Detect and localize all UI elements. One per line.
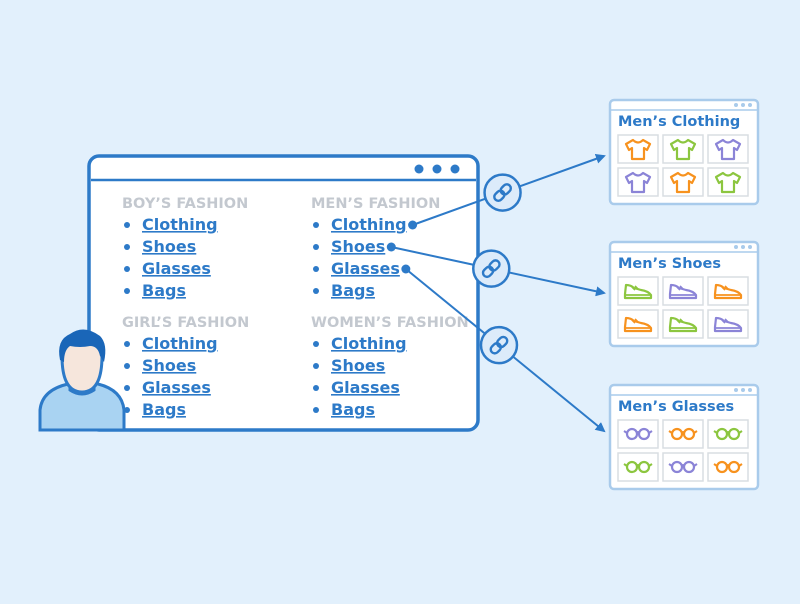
menu-link-glasses[interactable]: Glasses [142,259,211,278]
link-chain-icon [483,173,522,212]
menu-link-clothing[interactable]: Clothing [142,215,218,234]
section-heading: BOY’S FASHION [122,196,248,212]
window-dot-icon [734,103,738,107]
main-browser-window: BOY’S FASHIONClothingShoesGlassesBagsGIR… [87,154,480,432]
menu-link-shoes[interactable]: Shoes [331,356,385,375]
product-tile[interactable] [662,276,704,306]
target-page-mens-clothing: Men’s Clothing [608,98,760,206]
link-chain-icon [479,325,519,365]
menu-link-shoes[interactable]: Shoes [142,356,196,375]
bullet-icon [313,341,319,347]
section-heading: GIRL’S FASHION [122,315,249,331]
menu-link-clothing[interactable]: Clothing [331,334,407,353]
user-avatar-icon [38,329,126,432]
window-dot-icon [741,103,745,107]
main-window-frame [87,154,480,432]
menu-link-bags[interactable]: Bags [331,281,375,300]
link-chain-icon [472,249,511,288]
menu-link-bags[interactable]: Bags [142,281,186,300]
product-tile[interactable] [707,276,749,306]
product-tile[interactable] [707,452,749,482]
product-tile[interactable] [617,167,659,197]
window-dot-icon [450,164,460,174]
menu-link-glasses[interactable]: Glasses [331,259,400,278]
menu-link-glasses[interactable]: Glasses [142,378,211,397]
window-dot-icon [741,388,745,392]
bullet-icon [313,266,319,272]
menu-link-bags[interactable]: Bags [142,400,186,419]
connection-shoes [386,242,606,297]
page-title: Men’s Shoes [618,256,721,272]
bullet-icon [313,244,319,250]
fashion-menu: BOY’S FASHIONClothingShoesGlassesBagsGIR… [122,196,469,419]
window-dot-icon [432,164,442,174]
connection-start-dot [408,220,418,230]
menu-link-bags[interactable]: Bags [331,400,375,419]
menu-link-shoes[interactable]: Shoes [142,237,196,256]
window-dot-icon [748,245,752,249]
bullet-icon [313,407,319,413]
section-heading: MEN’S FASHION [311,196,440,212]
menu-link-shoes[interactable]: Shoes [331,237,385,256]
product-tile[interactable] [707,309,749,339]
connection-clothing [408,154,606,230]
window-dot-icon [748,103,752,107]
window-dot-icon [734,245,738,249]
bullet-icon [124,341,130,347]
window-dot-icon [748,388,752,392]
target-page-mens-shoes: Men’s Shoes [608,240,760,348]
product-tile[interactable] [617,309,659,339]
bullet-icon [124,244,130,250]
menu-link-clothing[interactable]: Clothing [142,334,218,353]
menu-link-glasses[interactable]: Glasses [331,378,400,397]
product-tile[interactable] [662,309,704,339]
product-tile[interactable] [617,276,659,306]
bullet-icon [124,385,130,391]
bullet-icon [124,363,130,369]
bullet-icon [313,363,319,369]
section-heading: WOMEN’S FASHION [311,315,469,331]
window-dot-icon [734,388,738,392]
connection-start-dot [401,264,411,274]
link-connections [386,154,606,433]
bullet-icon [124,266,130,272]
connection-start-dot [386,242,396,252]
page-title: Men’s Glasses [618,399,734,415]
page-title: Men’s Clothing [618,114,740,130]
bullet-icon [313,222,319,228]
window-dot-icon [741,245,745,249]
bullet-icon [124,288,130,294]
bullet-icon [313,385,319,391]
product-tile[interactable] [617,452,659,482]
target-page-mens-glasses: Men’s Glasses [608,383,760,491]
bullet-icon [124,222,130,228]
bullet-icon [313,288,319,294]
menu-link-clothing[interactable]: Clothing [331,215,407,234]
connection-glasses [401,264,606,433]
product-tile[interactable] [707,167,749,197]
window-dot-icon [414,164,424,174]
